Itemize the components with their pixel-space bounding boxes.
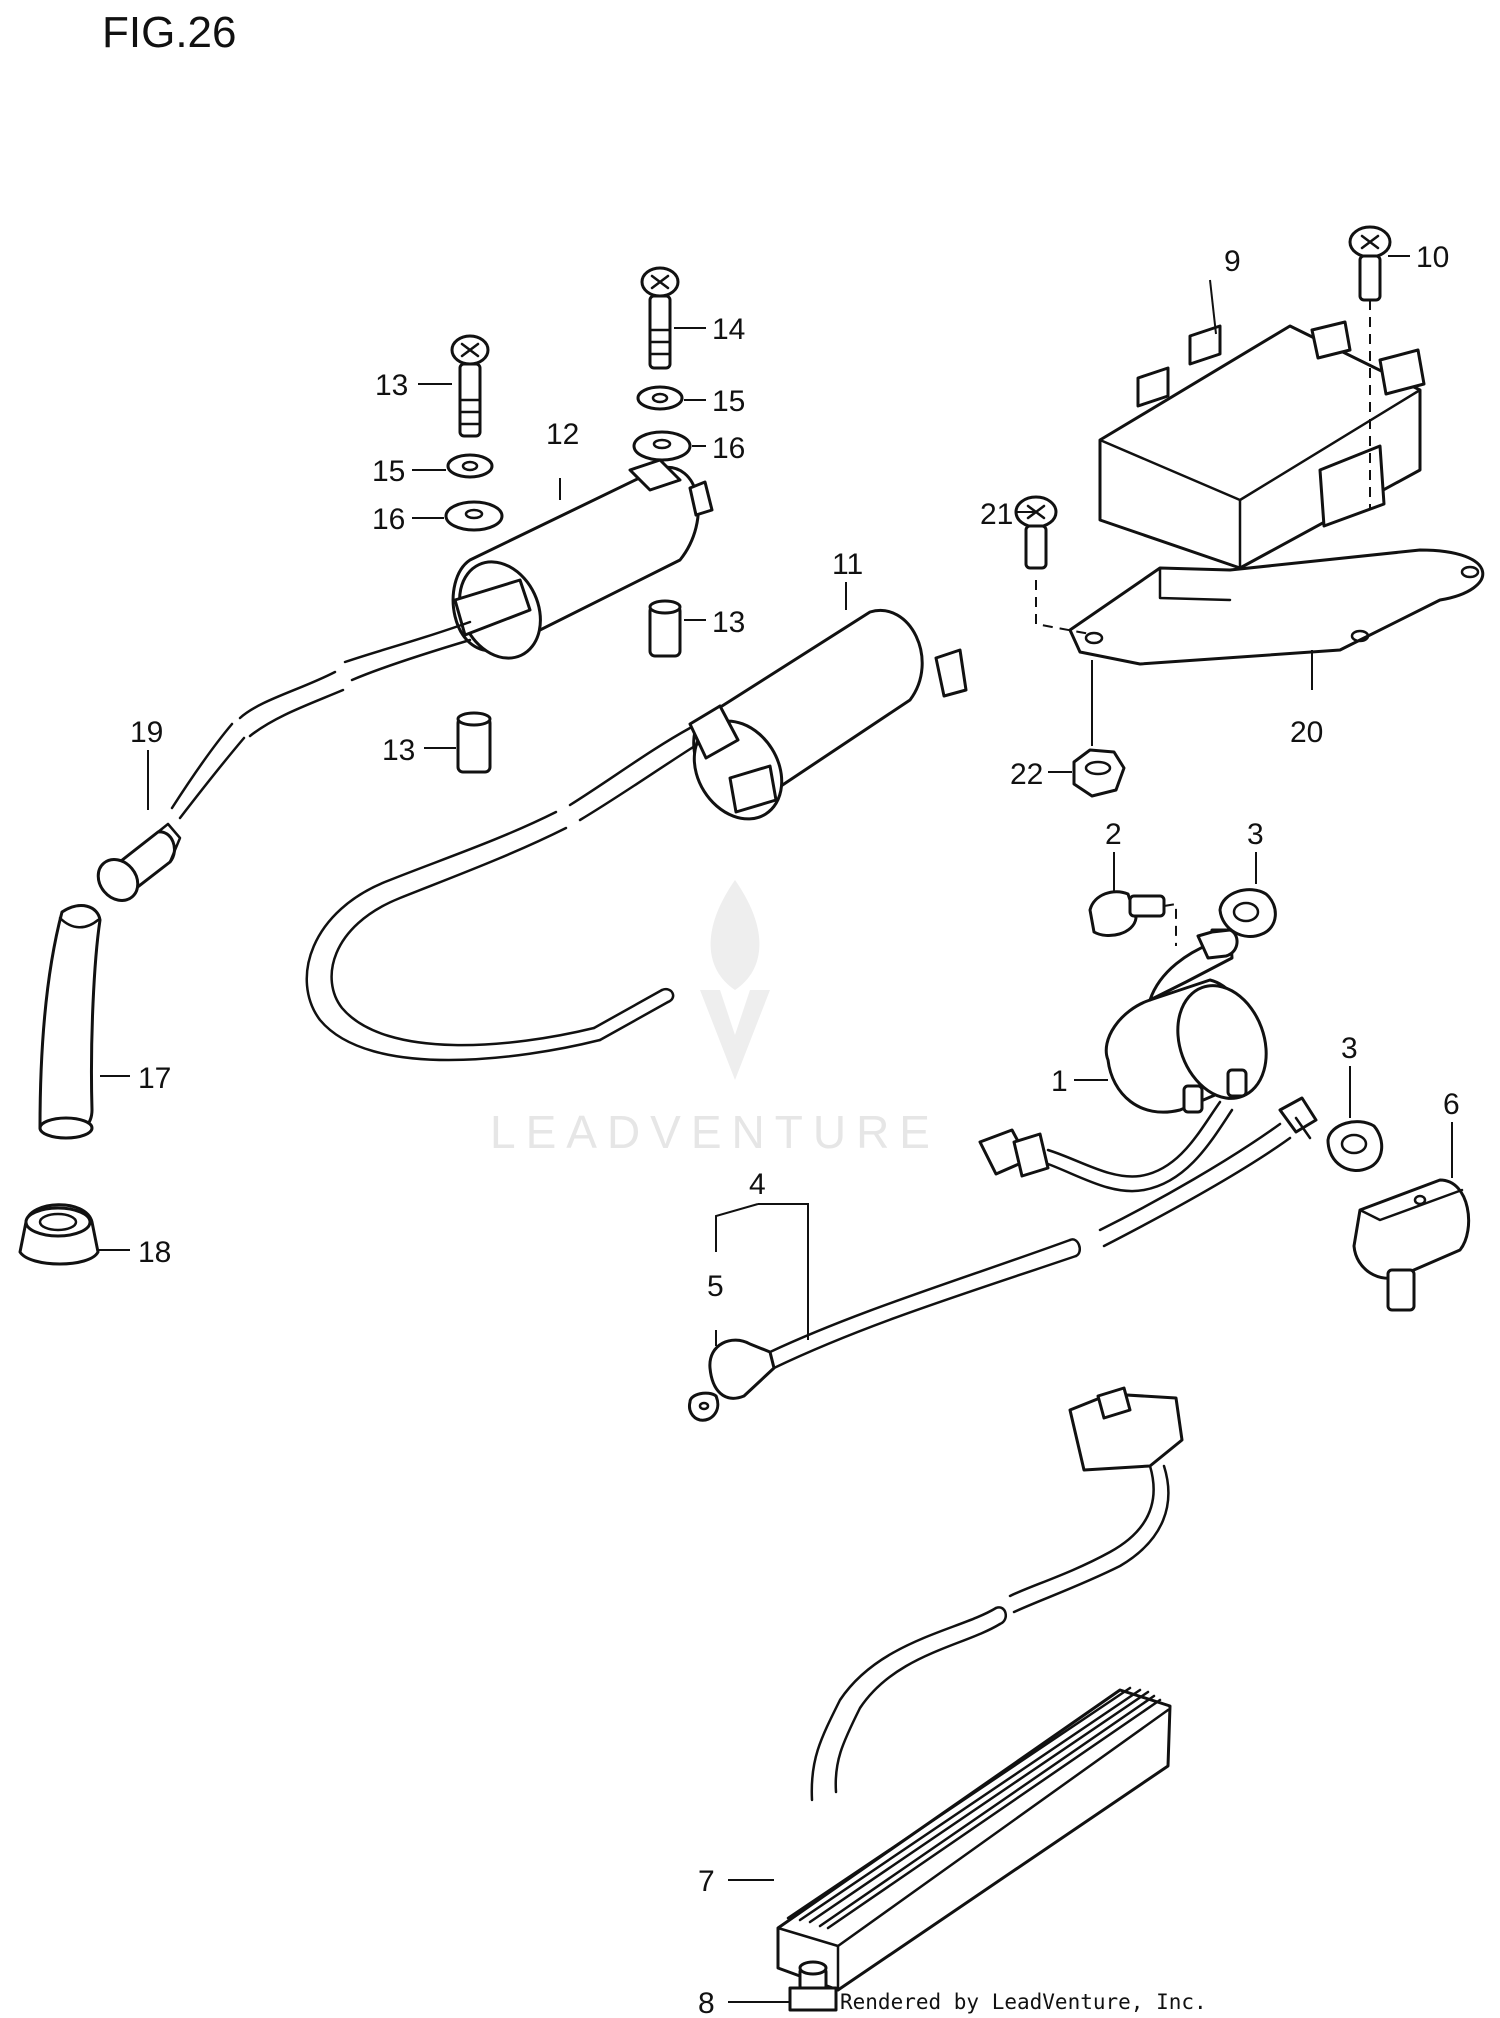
regulator-rectifier-7[interactable] bbox=[776, 1386, 1184, 1992]
terminal-cover-6[interactable] bbox=[1352, 1178, 1471, 1312]
screw-10[interactable] bbox=[1348, 225, 1392, 302]
bolt-14-right[interactable] bbox=[640, 266, 680, 370]
callout-12: 12 bbox=[546, 418, 579, 451]
figure-title: FIG.26 bbox=[102, 8, 237, 57]
igniter-unit-9[interactable] bbox=[1098, 320, 1426, 570]
callout-15-right: 15 bbox=[712, 385, 745, 418]
watermark-text: LEADVENTURE bbox=[490, 1106, 940, 1158]
ignition-coil-11[interactable] bbox=[677, 608, 968, 835]
callout-2: 2 bbox=[1105, 818, 1122, 851]
washer-15-right[interactable] bbox=[636, 385, 684, 411]
leader-lines bbox=[98, 255, 1453, 2003]
bolt-14-left[interactable] bbox=[450, 334, 490, 438]
callout-13-upper: 13 bbox=[712, 606, 745, 639]
callout-1: 1 bbox=[1051, 1065, 1068, 1098]
spacer-13-upper[interactable] bbox=[648, 599, 682, 658]
callout-17: 17 bbox=[138, 1062, 171, 1095]
washer-16-right[interactable] bbox=[632, 430, 692, 462]
callout-7: 7 bbox=[698, 1865, 715, 1898]
callout-18: 18 bbox=[138, 1236, 171, 1269]
callout-10: 10 bbox=[1416, 241, 1449, 274]
starter-cable-4[interactable] bbox=[768, 1238, 1081, 1370]
ht-lead-12[interactable] bbox=[170, 620, 472, 820]
callout-22: 22 bbox=[1010, 758, 1043, 791]
nut-22[interactable] bbox=[1072, 748, 1126, 798]
spark-plug-lead-17[interactable] bbox=[38, 904, 102, 1140]
callout-6: 6 bbox=[1443, 1088, 1460, 1121]
leadventure-watermark: LEADVENTURE bbox=[490, 880, 940, 1158]
callout-19: 19 bbox=[130, 716, 163, 749]
nut-3-lower[interactable] bbox=[1326, 1120, 1384, 1172]
callout-11: 11 bbox=[832, 548, 863, 581]
bolt-2-axis bbox=[1163, 902, 1177, 946]
ignition-coil-12[interactable] bbox=[444, 458, 714, 671]
bracket-20[interactable] bbox=[1068, 548, 1485, 666]
callout-13-lower: 13 bbox=[382, 734, 415, 767]
screw-21-axis bbox=[1035, 580, 1091, 635]
washer-16-left[interactable] bbox=[444, 500, 504, 532]
callout-3-lower: 3 bbox=[1341, 1032, 1358, 1065]
callout-8: 8 bbox=[698, 1987, 715, 2018]
bolt-8[interactable] bbox=[788, 1960, 838, 2012]
callout-3-upper: 3 bbox=[1247, 818, 1264, 851]
spark-plug-boot-19[interactable] bbox=[90, 822, 182, 908]
relay-harness[interactable] bbox=[978, 1096, 1318, 1248]
spark-plug-cap-18[interactable] bbox=[18, 1203, 100, 1266]
callout-15-left: 15 bbox=[372, 455, 405, 488]
nut-3-upper[interactable] bbox=[1218, 888, 1277, 938]
spacer-13-lower[interactable] bbox=[456, 711, 492, 774]
ht-lead-11[interactable] bbox=[305, 726, 700, 1062]
callout-20: 20 bbox=[1290, 716, 1323, 749]
callout-21: 21 bbox=[980, 498, 1013, 531]
screw-21[interactable] bbox=[1014, 495, 1058, 570]
callout-9: 9 bbox=[1224, 245, 1241, 278]
callout-14-left: 13 bbox=[375, 369, 408, 402]
callout-16-right: 16 bbox=[712, 432, 745, 465]
callout-5: 5 bbox=[707, 1270, 724, 1303]
render-credit: Rendered by LeadVenture, Inc. bbox=[840, 1990, 1207, 2014]
washer-15-left[interactable] bbox=[446, 453, 494, 479]
bolt-2[interactable] bbox=[1088, 890, 1166, 937]
callout-16-left: 16 bbox=[372, 503, 405, 536]
callout-4: 4 bbox=[749, 1168, 766, 1201]
cable-terminal-5[interactable] bbox=[688, 1338, 776, 1422]
callout-14-right: 14 bbox=[712, 313, 745, 346]
starter-relay-1[interactable] bbox=[1104, 928, 1281, 1114]
